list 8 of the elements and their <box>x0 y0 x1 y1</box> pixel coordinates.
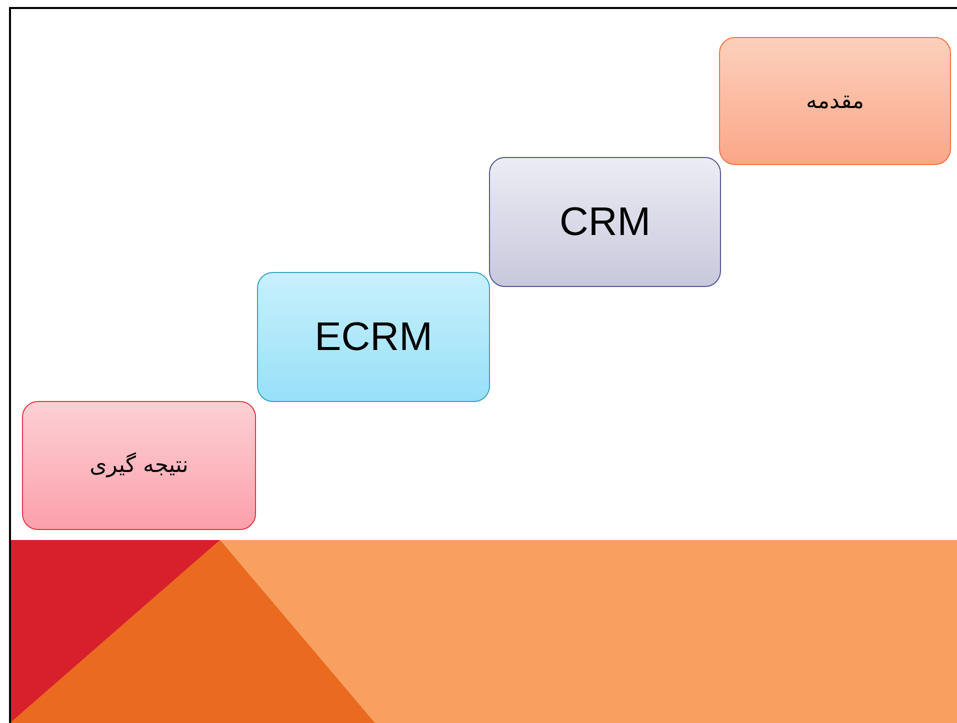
step-box <box>489 157 721 287</box>
step-label: نتیجه گیری <box>90 453 188 478</box>
step-label: ECRM <box>314 314 432 360</box>
step-box <box>719 37 951 165</box>
step-label: CRM <box>559 200 651 244</box>
step-box <box>22 401 256 530</box>
step-label: مقدمه <box>806 88 864 114</box>
step-box <box>257 272 490 402</box>
